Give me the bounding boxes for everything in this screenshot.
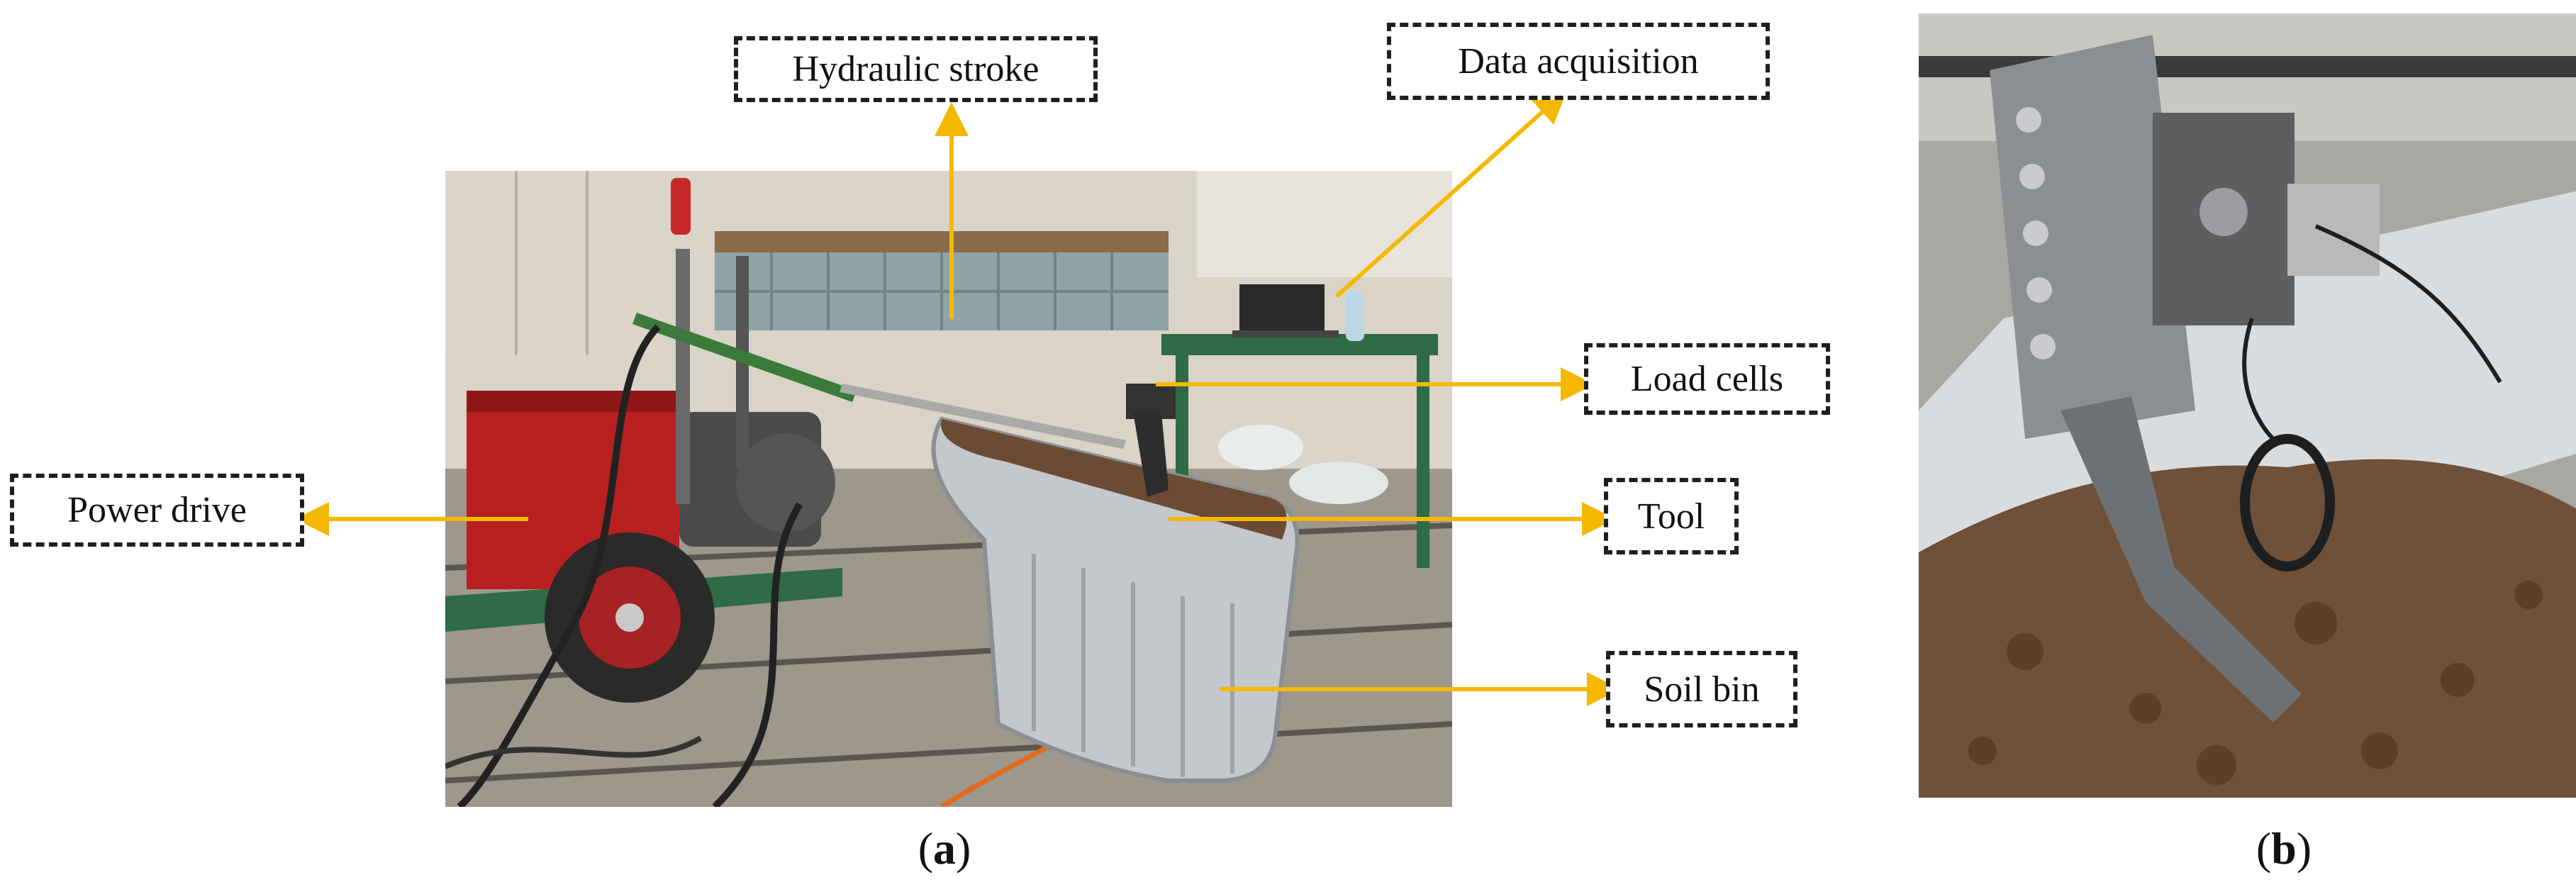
panel-label-b-letter: b (2271, 823, 2297, 874)
callout-power-drive: Power drive (10, 474, 304, 547)
photo-soil-bin-rig (445, 171, 1452, 807)
panel-label-a: (a) (918, 823, 971, 874)
hydraulic-cylinder (632, 313, 857, 402)
panel-label-b: (b) (2256, 823, 2312, 874)
arrow-data-acquisition (1334, 89, 1568, 299)
laptop (1239, 284, 1325, 334)
callout-soil-bin: Soil bin (1606, 651, 1797, 727)
callout-data-acquisition: Data acquisition (1387, 23, 1770, 100)
hydraulic-rod (840, 384, 1126, 449)
workbench-top (715, 231, 1169, 252)
callout-hydraulic-stroke-text: Hydraulic stroke (792, 49, 1039, 89)
window-area (1197, 171, 1452, 277)
fire-extinguisher (671, 178, 691, 235)
hydraulic-hose (457, 324, 661, 807)
callout-tool-text: Tool (1637, 496, 1705, 537)
photo-tool-closeup (1919, 13, 2576, 798)
cabinet-left (445, 171, 658, 355)
tillage-tool (1133, 412, 1169, 497)
load-cell (2287, 184, 2380, 276)
callout-soil-bin-text: Soil bin (1644, 669, 1760, 710)
tool-shank (2061, 396, 2302, 723)
sensor-cable-coil (2240, 434, 2335, 571)
rig-photo-illustration (445, 171, 1452, 807)
vertical-post (676, 249, 690, 504)
callout-tool: Tool (1604, 478, 1739, 554)
water-bottle (1346, 291, 1364, 341)
closeup-photo-illustration (1919, 13, 2576, 798)
callout-power-drive-text: Power drive (67, 490, 247, 530)
soil-surface (941, 419, 1287, 540)
panel-label-a-letter: a (933, 823, 956, 874)
callout-hydraulic-stroke: Hydraulic stroke (734, 36, 1098, 102)
soil (1919, 459, 2576, 798)
soil-bags (1218, 425, 1303, 470)
callout-load-cells-text: Load cells (1630, 359, 1784, 399)
callout-data-acquisition-text: Data acquisition (1458, 41, 1699, 82)
callout-load-cells: Load cells (1584, 343, 1830, 415)
